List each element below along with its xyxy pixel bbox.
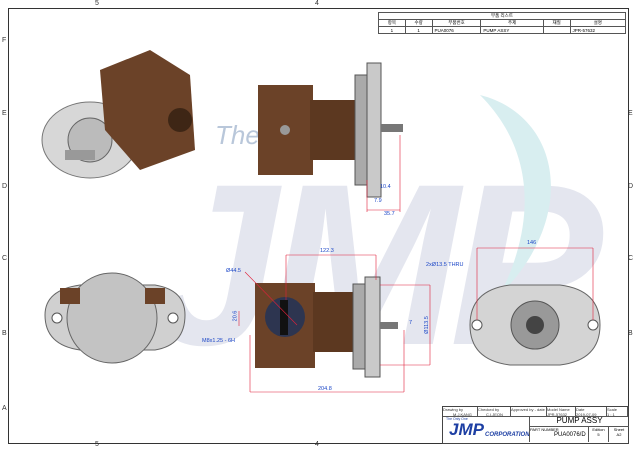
grid-left-d: D <box>2 183 8 190</box>
dim-dia-44-5: Ø44.5 <box>226 268 241 274</box>
company-name: CORPORATION <box>485 432 530 438</box>
dim-146: 146 <box>527 240 537 246</box>
company-tagline: The Only One <box>446 417 468 421</box>
section-view <box>238 254 431 393</box>
grid-left-b: B <box>2 330 7 337</box>
company-logo: JMP <box>449 420 484 439</box>
drawing-title: PUMP ASSY <box>529 416 629 427</box>
grid-top-4: 4 <box>315 0 319 7</box>
dim-122-3: 122.3 <box>320 248 334 254</box>
dim-7-9: 7.9 <box>374 198 382 204</box>
table-row: 1 1 PUA0076 PUMP ASSY JPR-57632 <box>378 26 627 34</box>
dim-dia-113-5: Ø113.5 <box>423 316 430 334</box>
watermark-swoosh <box>480 95 551 295</box>
dim-10-4: 10.4 <box>380 184 391 190</box>
front-view <box>44 272 186 364</box>
grid-right-b: B <box>628 330 633 337</box>
grid-right-d: D <box>628 183 634 190</box>
grid-left-a: A <box>2 405 7 412</box>
dim-20-6: 20.6 <box>232 310 239 322</box>
dim-7: 7 <box>409 320 413 326</box>
grid-bottom-5: 5 <box>95 441 99 448</box>
grid-top-5: 5 <box>95 0 99 7</box>
dim-204-8: 204.8 <box>318 386 332 392</box>
grid-right-e: E <box>628 110 633 117</box>
isometric-view <box>41 50 195 179</box>
rear-view <box>469 247 601 366</box>
dim-holes: 2xØ13.5 THRU <box>426 262 464 268</box>
grid-left-c: C <box>2 255 8 262</box>
grid-left-e: E <box>2 110 7 117</box>
cell: PUMP ASSY <box>480 26 544 34</box>
cell: JPR-57632 <box>569 26 627 34</box>
dim-35-7: 35.7 <box>384 211 395 217</box>
side-view-top <box>258 62 403 212</box>
grid-bottom-4: 4 <box>315 441 319 448</box>
drawing-frame <box>8 8 629 444</box>
dim-thread: M8x1.25 - 6H <box>202 338 236 344</box>
grid-left-f: F <box>2 37 7 44</box>
parts-list-table: 부품 리스트 항목 수량 부품번호 주제 재질 설명 1 1 PUA0076 P… <box>378 12 627 34</box>
grid-right-c: C <box>628 255 634 262</box>
